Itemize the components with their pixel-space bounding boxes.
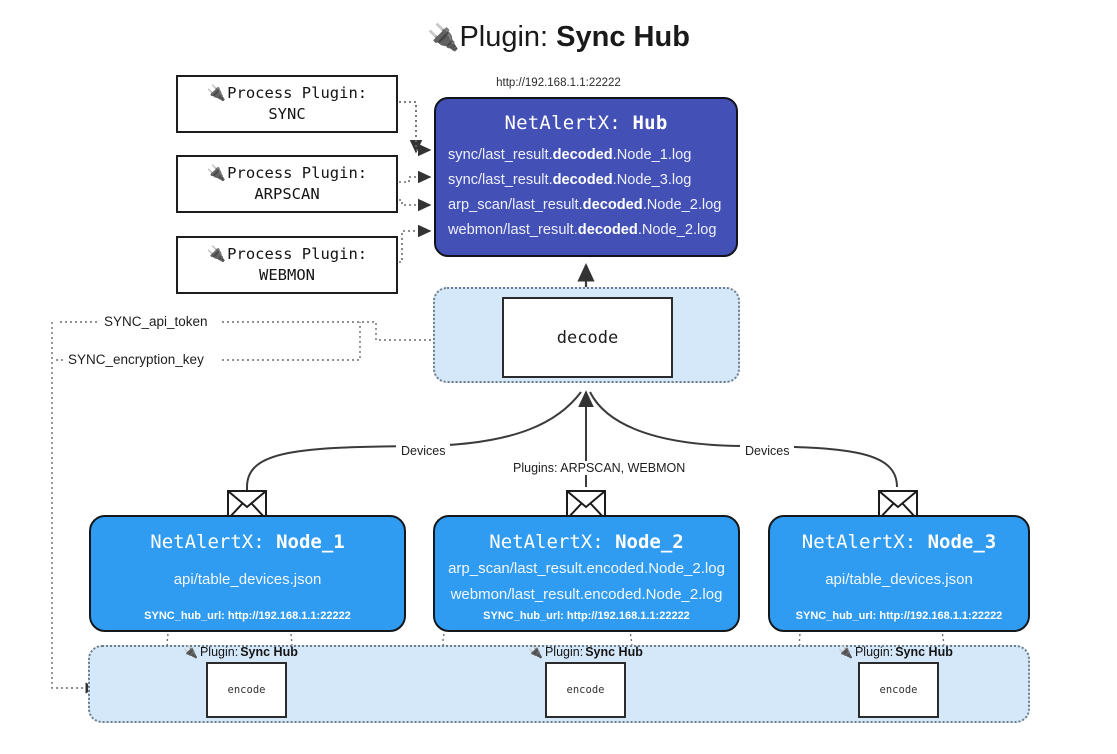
edge-label-devices-left: Devices (396, 444, 451, 458)
node-2-box[interactable]: NetAlertX: Node_2 arp_scan/last_result.e… (433, 515, 740, 632)
hub-log-line: sync/last_result.decoded.Node_1.log (436, 143, 736, 168)
log-mid: decoded (582, 197, 643, 213)
process-plugin-name: ARPSCAN (254, 185, 320, 203)
node-line: api/table_devices.json (825, 571, 973, 588)
process-plugin-label: Process Plugin: (227, 245, 368, 263)
log-mid: decoded (577, 222, 638, 238)
process-plugin-label: Process Plugin: (227, 164, 368, 182)
node-line: arp_scan/last_result.encoded.Node_2.log (448, 560, 725, 577)
electric-plug-icon: 🔌 (206, 245, 227, 263)
node-lines: api/table_devices.json (770, 567, 1028, 593)
node-title: NetAlertX: Node_1 (91, 531, 404, 553)
electric-plug-icon: 🔌 (528, 645, 543, 659)
log-pre: sync/last_result. (448, 172, 553, 188)
encode-box-3[interactable]: encode (858, 662, 939, 718)
process-plugin-sync-box[interactable]: 🔌Process Plugin: SYNC (176, 75, 398, 133)
process-plugin-label: Process Plugin: (227, 84, 368, 102)
plugin-tag-strong: Sync Hub (895, 645, 953, 659)
log-post: .Node_1.log (612, 147, 692, 163)
hub-log-line: arp_scan/last_result.decoded.Node_2.log (436, 193, 736, 218)
node-line: api/table_devices.json (173, 571, 322, 588)
log-post: .Node_2.log (642, 197, 722, 213)
sync-encryption-key-label: SYNC_encryption_key (64, 352, 208, 367)
hub-log-line: sync/last_result.decoded.Node_3.log (436, 168, 736, 193)
hub-title: NetAlertX: Hub (436, 112, 736, 134)
log-mid: decoded (552, 147, 613, 163)
hub-name: Hub (632, 112, 668, 134)
hub-name-prefix: NetAlertX: (504, 112, 621, 134)
electric-plug-icon: 🔌 (183, 645, 198, 659)
page-title: 🔌Plugin: Sync Hub (0, 16, 1117, 58)
node-hub-url-footer: SYNC_hub_url: http://192.168.1.1:22222 (795, 610, 1003, 622)
node-name: Node_1 (276, 531, 345, 553)
log-post: .Node_3.log (612, 172, 692, 188)
log-mid: decoded (552, 172, 613, 188)
edge-label-devices-right: Devices (740, 444, 795, 458)
hub-url-label: http://192.168.1.1:22222 (496, 77, 621, 89)
envelope-icon (566, 490, 606, 525)
hub-log-line: webmon/last_result.decoded.Node_2.log (436, 218, 736, 243)
electric-plug-icon: 🔌 (206, 164, 227, 182)
log-pre: webmon/last_result. (448, 222, 578, 238)
node-lines: api/table_devices.json (91, 567, 404, 593)
log-pre: arp_scan/last_result. (448, 197, 583, 213)
decode-box[interactable]: decode (502, 297, 673, 378)
node-3-box[interactable]: NetAlertX: Node_3 api/table_devices.json… (768, 515, 1030, 632)
node-prefix: NetAlertX: (801, 531, 917, 553)
node-title: NetAlertX: Node_2 (435, 531, 738, 553)
edge-label-plugins: Plugins: ARPSCAN, WEBMON (508, 461, 691, 475)
electric-plug-icon: 🔌 (427, 22, 460, 52)
plugin-tag-lead: Plugin: (544, 645, 584, 659)
process-plugin-name: SYNC (268, 105, 306, 123)
node-1-box[interactable]: NetAlertX: Node_1 api/table_devices.json… (89, 515, 406, 632)
sync-api-token-label: SYNC_api_token (100, 314, 212, 329)
node-hub-url-footer: SYNC_hub_url: http://192.168.1.1:22222 (144, 610, 351, 622)
node-prefix: NetAlertX: (150, 531, 265, 553)
hub-node-box[interactable]: NetAlertX: Hub sync/last_result.decoded.… (434, 97, 738, 257)
process-plugin-name: WEBMON (259, 266, 315, 284)
log-pre: sync/last_result. (448, 147, 553, 163)
plugin-tag-1: 🔌Plugin: Sync Hub (183, 645, 298, 659)
page-title-lead: Plugin: (459, 21, 549, 53)
plugin-tag-lead: Plugin: (854, 645, 894, 659)
hub-log-list: sync/last_result.decoded.Node_1.log sync… (436, 143, 736, 243)
plugin-tag-strong: Sync Hub (585, 645, 643, 659)
electric-plug-icon: 🔌 (838, 645, 853, 659)
node-hub-url-footer: SYNC_hub_url: http://192.168.1.1:22222 (483, 610, 690, 622)
node-name: Node_2 (615, 531, 684, 553)
plugin-tag-strong: Sync Hub (240, 645, 298, 659)
plugin-tag-3: 🔌Plugin: Sync Hub (838, 645, 953, 659)
node-lines: arp_scan/last_result.encoded.Node_2.log … (435, 556, 738, 608)
electric-plug-icon: 🔌 (206, 84, 227, 102)
node-line: webmon/last_result.encoded.Node_2.log (450, 586, 723, 603)
log-post: .Node_2.log (637, 222, 717, 238)
plugin-tag-lead: Plugin: (199, 645, 239, 659)
encode-box-1[interactable]: encode (206, 662, 287, 718)
node-name: Node_3 (927, 531, 997, 553)
process-plugin-webmon-box[interactable]: 🔌Process Plugin: WEBMON (176, 236, 398, 294)
process-plugin-arpscan-box[interactable]: 🔌Process Plugin: ARPSCAN (176, 155, 398, 213)
node-title: NetAlertX: Node_3 (770, 531, 1028, 553)
plugin-tag-2: 🔌Plugin: Sync Hub (528, 645, 643, 659)
node-prefix: NetAlertX: (489, 531, 604, 553)
page-title-strong: Sync Hub (556, 21, 690, 53)
encode-box-2[interactable]: encode (545, 662, 626, 718)
